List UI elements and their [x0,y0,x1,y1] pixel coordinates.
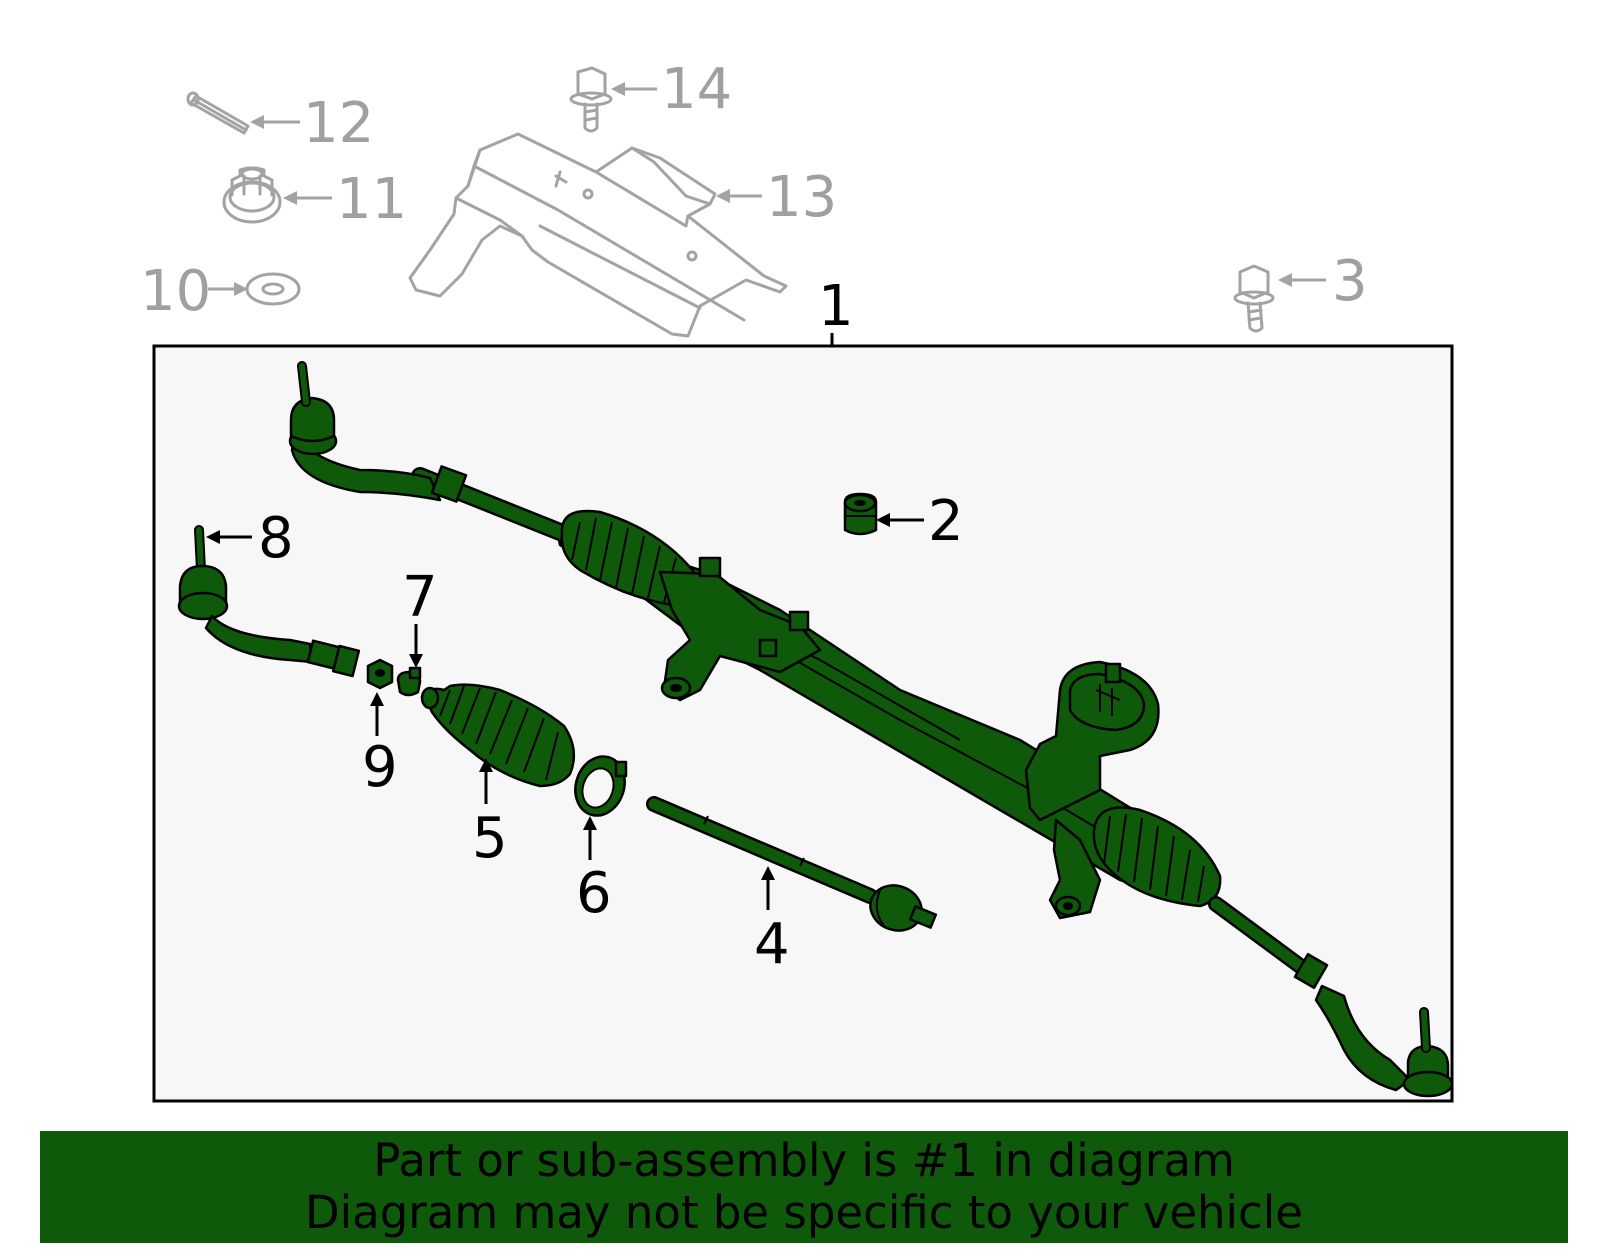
part-10-washer[interactable] [245,272,301,306]
part-6-clamp-ring[interactable] [568,750,632,822]
part-5-arrow [479,758,493,804]
part-4-inner-tie-rod[interactable] [646,796,938,938]
banner-line-1: Part or sub-assembly is #1 in diagram [373,1134,1235,1187]
part-3-arrow [1278,273,1326,287]
part-2-arrow [876,513,924,527]
part-14-bolt[interactable] [569,66,613,133]
callout-1[interactable]: 1 [818,274,854,339]
banner-line-2: Diagram may not be specific to your vehi… [305,1186,1303,1239]
part-13-arrow [716,189,762,203]
info-banner: Part or sub-assembly is #1 in diagram Di… [40,1131,1568,1243]
part-3-bolt[interactable] [1233,264,1275,333]
part-6-arrow [583,816,597,860]
callout-12[interactable]: 12 [303,91,374,156]
callout-4[interactable]: 4 [754,912,790,977]
callout-14[interactable]: 14 [661,57,732,122]
callout-11[interactable]: 11 [336,167,407,232]
callout-2[interactable]: 2 [928,489,964,554]
part-11-arrow [283,191,332,205]
part-12-arrow [250,115,300,129]
part-11-castle-nut[interactable] [222,166,282,224]
part-4-arrow [761,866,775,910]
part-5-boot[interactable] [420,683,576,788]
callout-5[interactable]: 5 [472,806,508,871]
assembly-box [152,344,1454,1103]
part-9-arrow [370,692,384,736]
part-1-steering-rack-assembly[interactable] [288,361,1454,1098]
callout-6[interactable]: 6 [576,861,612,926]
callout-8[interactable]: 8 [258,506,294,571]
part-2-bushing[interactable] [843,492,878,536]
part-14-arrow [611,82,657,96]
part-8-arrow [206,530,252,544]
callout-10[interactable]: 10 [140,259,211,324]
part-8-outer-tie-rod-end[interactable] [177,525,361,678]
callout-3[interactable]: 3 [1332,249,1368,314]
callout-13[interactable]: 13 [766,165,837,230]
part-10-arrow [208,282,248,296]
part-7-clamp[interactable] [396,666,422,697]
part-7-arrow [409,624,423,668]
part-13-heat-shield[interactable] [408,132,788,338]
callout-7[interactable]: 7 [402,565,438,630]
part-12-cotter-pin[interactable] [186,91,250,135]
part-9-nut[interactable] [366,658,394,690]
callout-9[interactable]: 9 [362,735,398,800]
